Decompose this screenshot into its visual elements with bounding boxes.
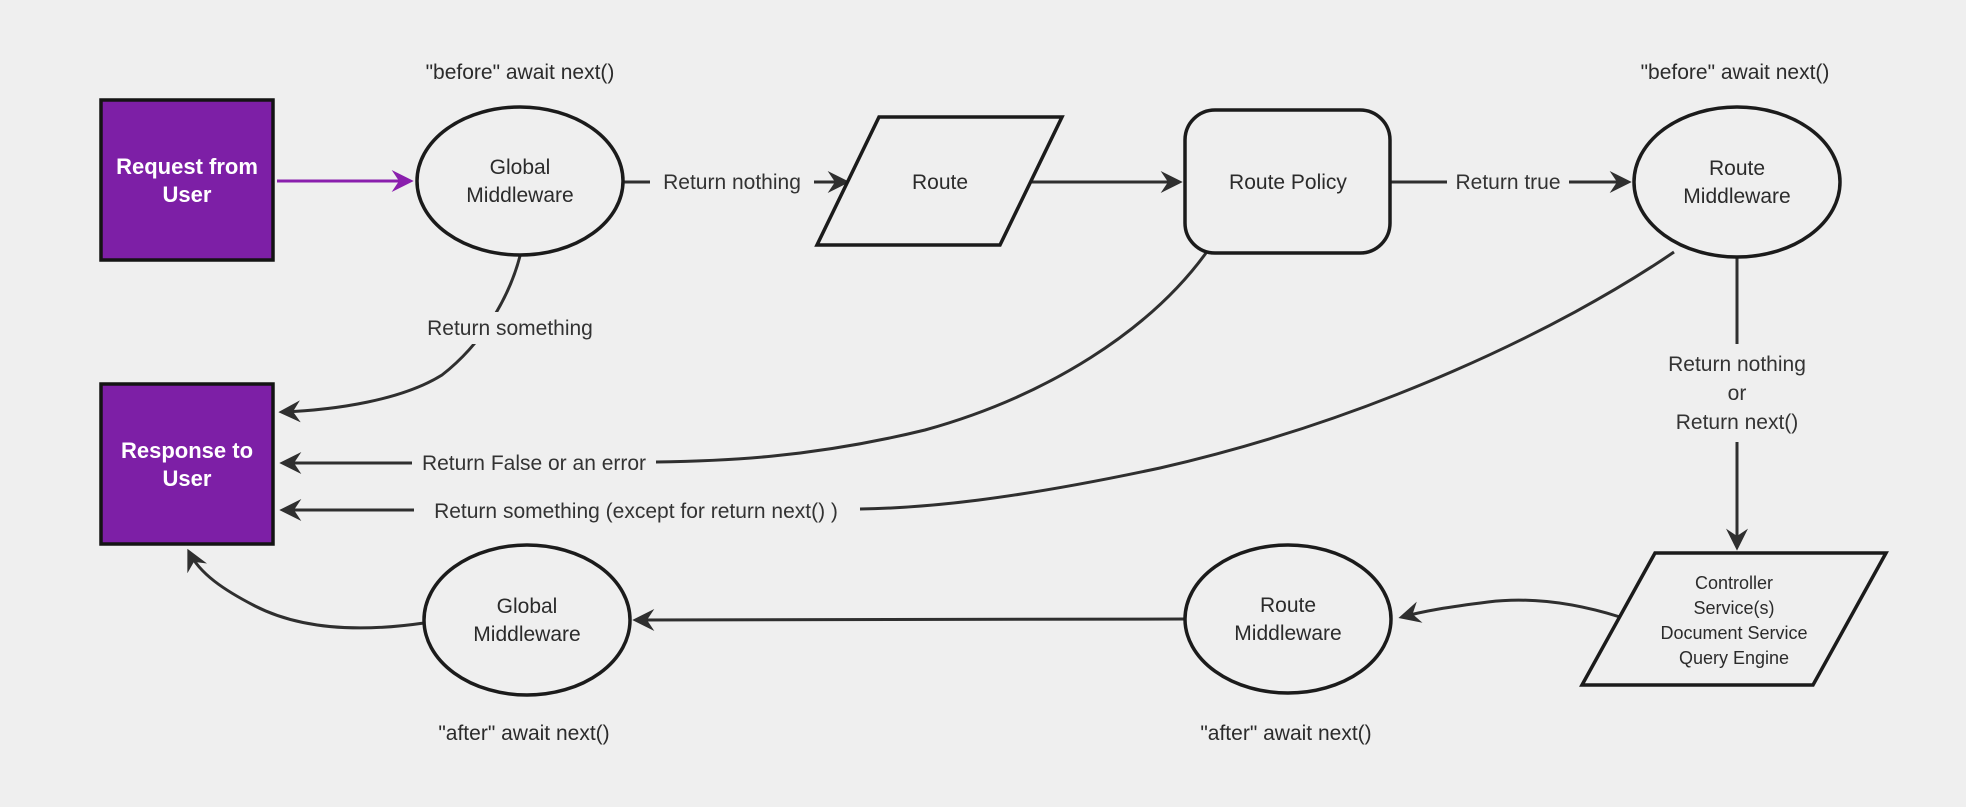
edge-controller-to-route-middleware-bottom [1398,598,1621,623]
edge-label-return-something-except: Return something (except for return next… [414,494,858,525]
edge-label-return-something: Return something [424,312,596,344]
edge-label-return-true: Return true [1447,165,1569,199]
svg-text:Middleware: Middleware [1683,185,1790,208]
annotation-before-await-left: "before" await next() [426,61,615,84]
global-middleware-top-ellipse [415,105,625,257]
svg-text:Global: Global [490,156,551,179]
label-bg [1645,348,1829,440]
svg-text:or: or [1728,382,1747,405]
label-bg [650,165,814,199]
node-route-middleware-bottom: Route Middleware [1183,543,1393,695]
svg-text:Middleware: Middleware [1234,622,1341,645]
svg-text:Middleware: Middleware [466,184,573,207]
svg-text:Middleware: Middleware [473,623,580,646]
edge-return-something-curve [278,255,522,423]
svg-text:Route: Route [1260,594,1316,617]
node-route-middleware-top: Route Middleware [1632,105,1842,259]
edge-return-something-except-curve [859,250,1675,511]
svg-text:Service(s): Service(s) [1693,598,1774,618]
svg-text:Route: Route [1709,157,1765,180]
edge-route-middleware-bottom-to-global-middleware-bottom [632,608,1186,631]
svg-text:Response to: Response to [121,438,253,463]
node-route-policy: Route Policy [1183,108,1392,255]
annotation-after-await-left: "after" await next() [438,722,609,745]
svg-text:Return nothing: Return nothing [663,171,801,194]
svg-text:Query Engine: Query Engine [1679,648,1789,668]
edge-label-return-nothing-or-next: Return nothing or Return next() [1645,348,1829,440]
route-parallelogram [814,115,1065,247]
controller-parallelogram [1579,551,1889,687]
node-response-to-user: Response to User [99,382,275,546]
svg-text:Global: Global [497,595,558,618]
svg-text:Return something: Return something [427,317,593,340]
label-bg [1447,165,1569,199]
svg-text:User: User [163,466,212,491]
label-bg [414,447,654,478]
svg-text:Controller: Controller [1695,573,1773,593]
node-request-from-user: Request from User [99,98,275,262]
svg-text:User: User [163,182,212,207]
svg-text:Route Policy: Route Policy [1229,171,1347,194]
edge-global-middleware-bottom-to-response [187,548,425,630]
edge-label-return-false: Return False or an error [414,447,654,478]
label-bg [424,312,596,344]
svg-text:Return nothing: Return nothing [1668,353,1806,376]
route-policy-box [1183,108,1392,255]
node-global-middleware-top: Global Middleware [415,105,625,257]
svg-text:Document Service: Document Service [1660,623,1807,643]
response-box [99,382,275,546]
svg-text:Request from: Request from [116,154,258,179]
annotation-after-await-right: "after" await next() [1200,722,1371,745]
request-box [99,98,275,262]
annotation-before-await-right: "before" await next() [1641,61,1830,84]
label-bg [414,494,858,525]
node-route: Route [814,115,1065,247]
svg-text:Return something (except for r: Return something (except for return next… [434,500,838,523]
edge-return-false-curve [655,252,1208,464]
route-middleware-bottom-ellipse [1183,543,1393,695]
node-controller-services: Controller Service(s) Document Service Q… [1579,551,1889,687]
svg-text:Return next(): Return next() [1676,411,1799,434]
edge-label-return-nothing: Return nothing [650,165,814,199]
svg-text:Route: Route [912,171,968,194]
route-middleware-top-ellipse [1632,105,1842,259]
svg-text:Return true: Return true [1455,171,1560,194]
node-global-middleware-bottom: Global Middleware [422,543,632,697]
global-middleware-bottom-ellipse [422,543,632,697]
svg-text:Return False or an error: Return False or an error [422,452,646,475]
